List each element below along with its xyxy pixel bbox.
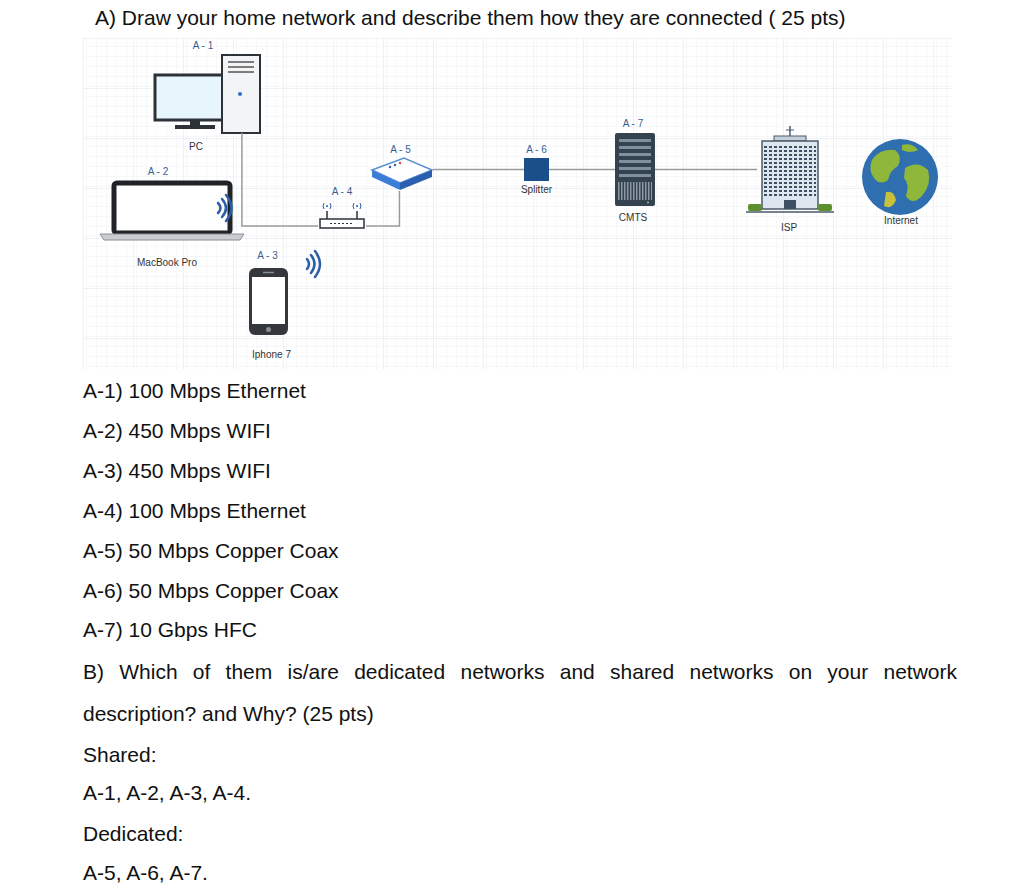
callout-number: A - 7 — [623, 118, 644, 130]
answer-text: Shared: — [83, 741, 157, 769]
network-device: A - 5 — [372, 158, 433, 191]
callout-number: A - 4 — [332, 186, 353, 198]
modem-icon — [372, 158, 432, 190]
answer-text: A-5, A-6, A-7. — [83, 859, 208, 887]
cable-line — [366, 191, 399, 226]
pc-icon — [155, 55, 260, 133]
answer-text: A-7) 10 Gbps HFC — [83, 616, 257, 644]
device-label: ISP — [781, 222, 797, 234]
cable-line — [549, 169, 615, 171]
callout-number: A - 2 — [148, 166, 169, 178]
isp-building-icon — [746, 126, 834, 212]
answer-text: A-3) 450 Mbps WIFI — [83, 457, 271, 485]
grid-background — [83, 38, 952, 370]
cable-line — [433, 169, 524, 171]
device-label: Splitter — [521, 184, 552, 196]
answer-text: A-5) 50 Mbps Copper Coax — [83, 537, 339, 565]
network-device: A - 6Splitter — [524, 158, 549, 181]
network-device: A - 4 — [318, 202, 366, 230]
network-device: A - 7CMTS — [615, 133, 655, 206]
answer-text: A-4) 100 Mbps Ethernet — [83, 497, 306, 525]
splitter-icon — [524, 158, 549, 181]
callout-number: A - 3 — [257, 250, 278, 262]
callout-number: A - 1 — [193, 40, 214, 52]
callout-number: A - 5 — [390, 144, 411, 156]
device-label: MacBook Pro — [137, 257, 197, 269]
cmts-server-icon — [615, 133, 655, 206]
internet-globe-icon — [862, 139, 938, 215]
answer-text: B) Which of them is/are dedicated networ… — [83, 651, 957, 735]
network-device: A - 3Iphone 7 — [249, 268, 288, 335]
answer-text: Dedicated: — [83, 820, 183, 848]
cable-line — [655, 169, 757, 171]
router-icon — [320, 203, 364, 228]
answer-text: A-6) 50 Mbps Copper Coax — [83, 577, 339, 605]
device-label: CMTS — [619, 212, 647, 224]
answer-text: A-1, A-2, A-3, A-4. — [83, 779, 251, 807]
network-device: Internet — [862, 139, 940, 215]
answer-text: A-1) 100 Mbps Ethernet — [83, 377, 306, 405]
network-device: A - 2MacBook Pro — [100, 181, 244, 241]
device-label: Internet — [884, 215, 918, 227]
phone-icon — [249, 268, 288, 335]
device-label: PC — [189, 141, 203, 153]
wifi-symbol — [218, 195, 232, 221]
network-device: ISP — [757, 125, 823, 217]
question-heading: A) Draw your home network and describe t… — [95, 4, 846, 32]
laptop-icon — [100, 183, 244, 240]
wifi-symbol — [307, 251, 320, 277]
network-device: A - 1PC — [155, 55, 261, 133]
cable-line — [242, 133, 318, 226]
answer-text: A-2) 450 Mbps WIFI — [83, 417, 271, 445]
device-label: Iphone 7 — [252, 349, 291, 361]
callout-number: A - 6 — [526, 144, 547, 156]
